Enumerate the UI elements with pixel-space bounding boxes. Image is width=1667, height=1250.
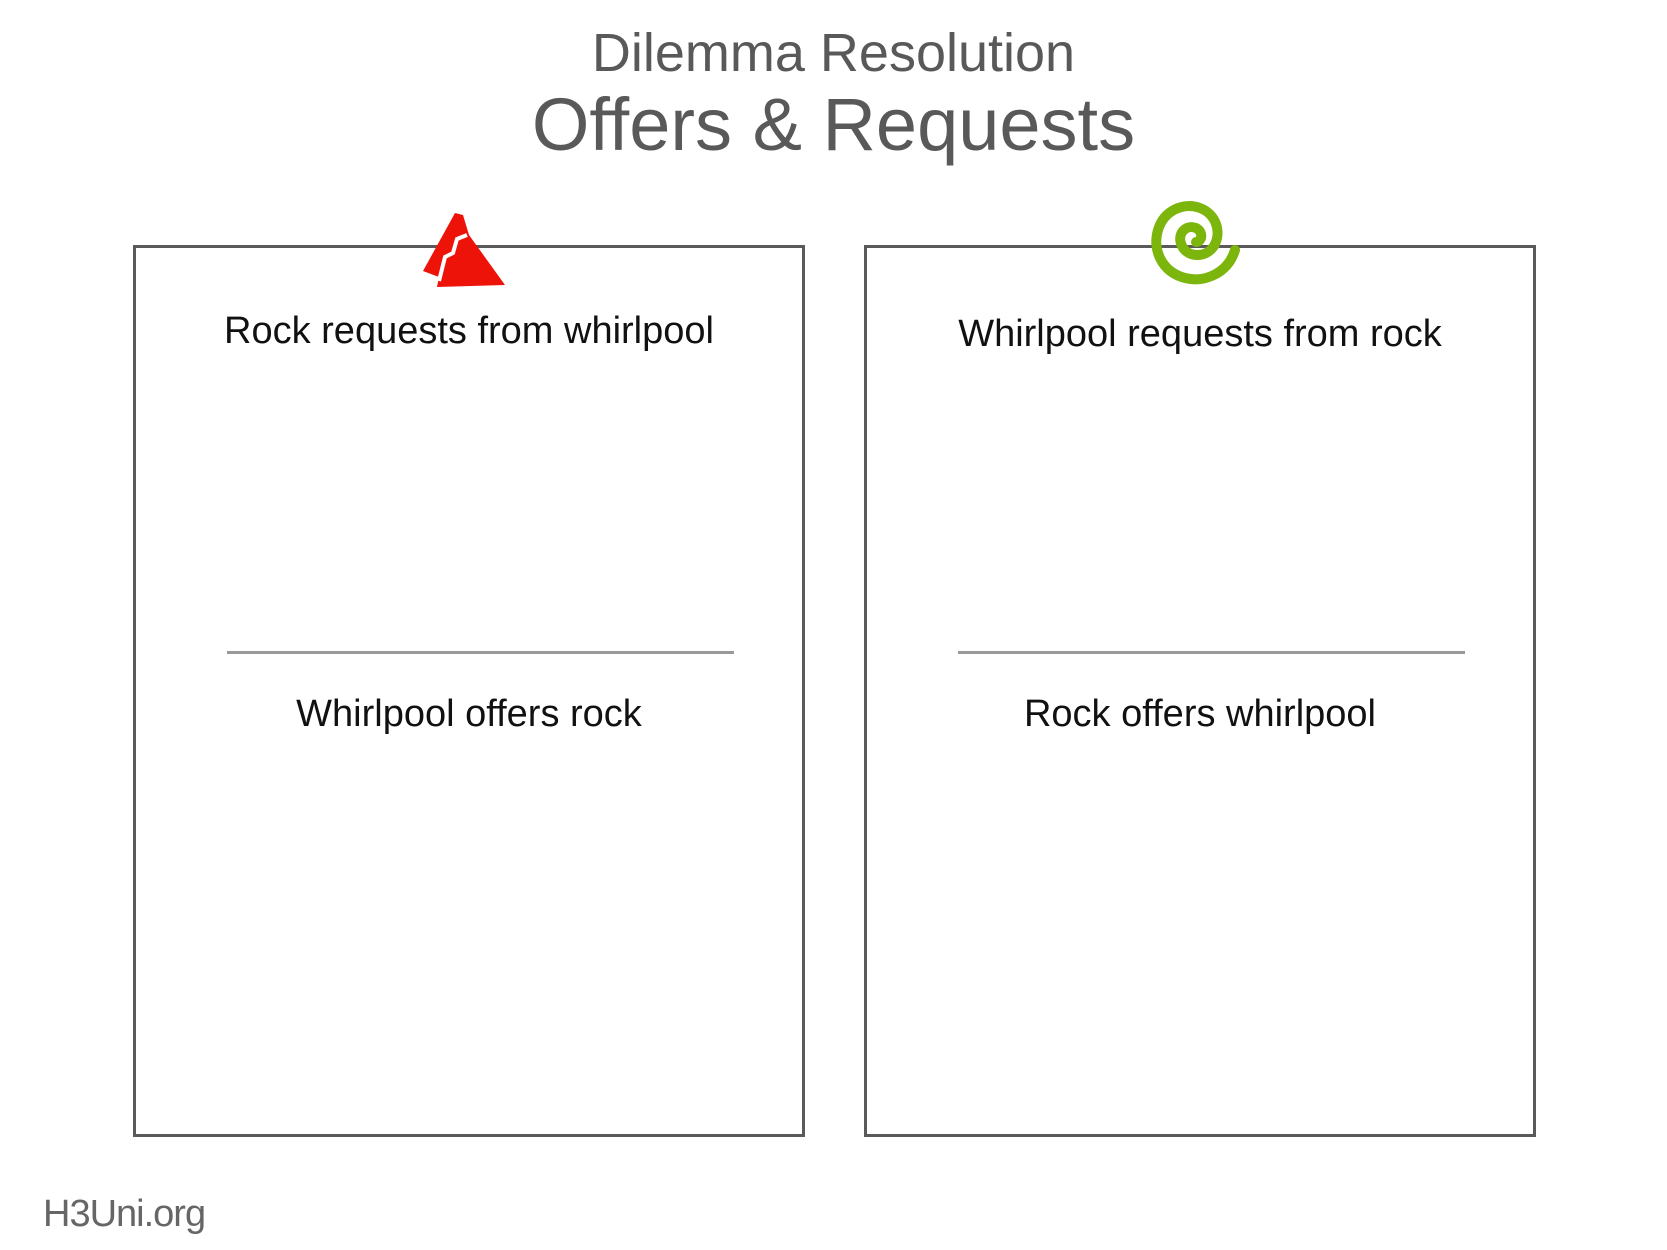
whirlpool-request-heading: Whirlpool requests from rock <box>958 313 1442 355</box>
rock-request-heading: Rock requests from whirlpool <box>224 310 714 352</box>
h3uni-logo: H3Uni.org <box>43 1193 206 1235</box>
panel-divider <box>227 651 734 654</box>
title-line-1: Dilemma Resolution <box>591 23 1076 83</box>
title-line-2: Offers & Requests <box>531 83 1136 166</box>
whirlpool-panel: Whirlpool requests from rock Rock offers… <box>864 245 1536 1137</box>
rock-offer-heading: Rock offers whirlpool <box>1023 693 1376 735</box>
whirlpool-icon <box>1150 198 1240 288</box>
rock-panel: Rock requests from whirlpool Whirlpool o… <box>133 245 805 1137</box>
whirlpool-offer-heading: Whirlpool offers rock <box>296 693 642 735</box>
panel-divider <box>958 651 1465 654</box>
rock-icon <box>417 205 507 295</box>
